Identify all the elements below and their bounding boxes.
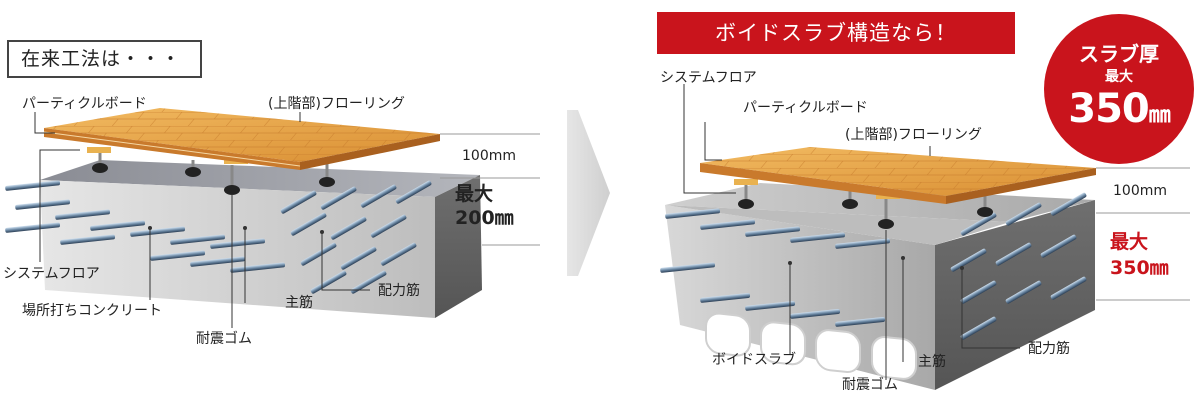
right-label-seismic-rubber: 耐震ゴム <box>842 377 898 393</box>
left-slab-front <box>40 180 435 318</box>
left-leader-dots <box>148 226 324 234</box>
left-floor-side <box>300 134 440 170</box>
right-label-void-slab: ボイドスラブ <box>712 352 796 368</box>
right-thickness-lines <box>1096 167 1190 301</box>
left-thickness-100: 100mm <box>462 148 516 164</box>
right-floor-side <box>946 168 1096 204</box>
left-label-distribution-rebar: 配力筋 <box>378 283 420 299</box>
left-max-label: 最大 <box>455 183 494 205</box>
right-label-distribution-rebar: 配力筋 <box>1028 341 1070 357</box>
right-max-value: 350㎜ <box>1110 257 1169 279</box>
right-floor-front <box>700 163 946 204</box>
left-rebars <box>5 180 432 294</box>
right-rebars <box>660 192 1087 340</box>
right-label-flooring: (上階部)フローリング <box>845 127 982 143</box>
void-holes <box>705 312 917 380</box>
badge-line2: 最大 <box>1105 69 1133 85</box>
left-label-cast-concrete: 場所打ちコンクリート <box>22 303 162 319</box>
left-leader-lines <box>34 112 370 328</box>
right-thickness-100: 100mm <box>1113 183 1167 199</box>
right-max-label: 最大 <box>1110 231 1149 253</box>
right-slab-front <box>665 205 935 390</box>
left-label-system-floor: システムフロア <box>3 266 100 282</box>
left-slab-side <box>435 175 482 318</box>
badge-value: 350㎜ <box>1068 86 1171 132</box>
slab-thickness-badge: スラブ厚 最大 350㎜ <box>1044 14 1194 164</box>
right-leader-dots <box>788 256 964 270</box>
left-label-seismic-rubber: 耐震ゴム <box>196 331 252 347</box>
right-label-main-rebar: 主筋 <box>918 354 946 370</box>
left-label-flooring: (上階部)フローリング <box>268 96 405 112</box>
left-title: 在来工法は・・・ <box>7 40 202 78</box>
left-rubber-feet <box>92 163 335 195</box>
right-leader-lines <box>683 84 1020 380</box>
badge-line1: スラブ厚 <box>1079 42 1159 66</box>
right-rubber-feet <box>738 199 993 229</box>
right-label-particle-board: パーティクルボード <box>743 100 868 116</box>
right-label-system-floor: システムフロア <box>660 70 757 86</box>
left-max-value: 200㎜ <box>455 207 514 229</box>
center-arrow <box>567 110 610 276</box>
left-label-main-rebar: 主筋 <box>285 295 313 311</box>
left-label-particle-board: パーティクルボード <box>22 96 147 112</box>
left-slab-top <box>40 160 480 197</box>
right-banner: ボイドスラブ構造なら！ <box>657 12 1015 54</box>
left-thickness-lines <box>440 133 540 246</box>
